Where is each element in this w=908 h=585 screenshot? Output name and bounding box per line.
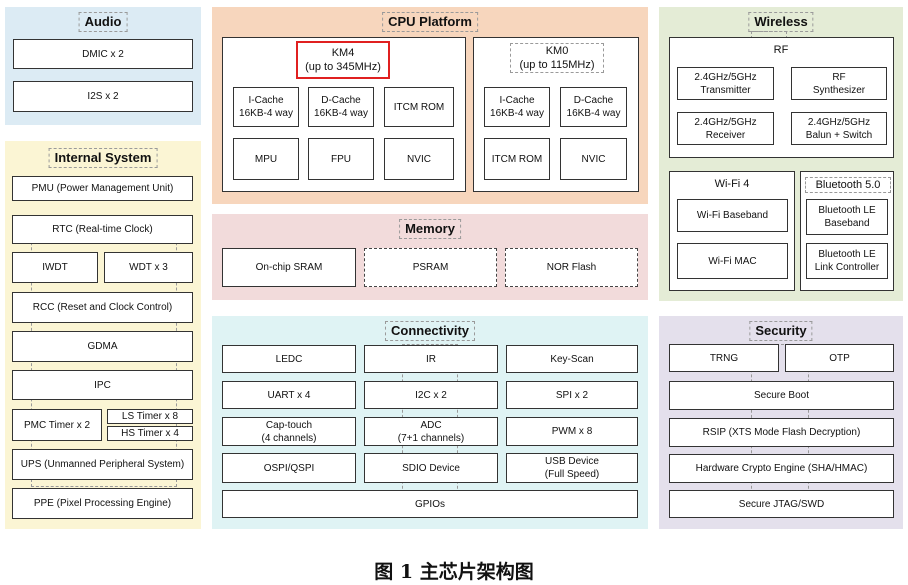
gdma-block: GDMA (12, 331, 193, 362)
km0-itcm-rom: ITCM ROM (484, 138, 550, 180)
security-group: Security TRNG OTP Secure Boot RSIP (XTS … (659, 316, 903, 529)
ppe-block: PPE (Pixel Processing Engine) (12, 488, 193, 519)
km4-itcm-rom: ITCM ROM (384, 87, 454, 127)
gpios-block: GPIOs (222, 490, 638, 518)
i2s-block: I2S x 2 (13, 81, 193, 112)
rtc-block: RTC (Real-time Clock) (12, 215, 193, 244)
rcc-block: RCC (Reset and Clock Control) (12, 292, 193, 323)
wireless-group: Wireless RF 2.4GHz/5GHz Transmitter RF S… (659, 7, 903, 301)
memory-group: Memory On-chip SRAM PSRAM NOR Flash (212, 214, 648, 300)
km0-dcache: D-Cache 16KB-4 way (560, 87, 627, 127)
km4-fpu: FPU (308, 138, 374, 180)
km4-label: KM4 (up to 345MHz) (296, 41, 390, 79)
audio-group: Audio DMIC x 2 I2S x 2 (5, 7, 201, 125)
pwm-block: PWM x 8 (506, 417, 638, 446)
memory-title: Memory (399, 219, 461, 239)
secure-jtag-block: Secure JTAG/SWD (669, 490, 894, 518)
wifi-label: Wi-Fi 4 (714, 178, 750, 190)
km4-dcache: D-Cache 16KB-4 way (308, 87, 374, 127)
uart-block: UART x 4 (222, 381, 356, 409)
keyscan-block: Key-Scan (506, 345, 638, 373)
dmic-block: DMIC x 2 (13, 39, 193, 69)
pmu-block: PMU (Power Management Unit) (12, 176, 193, 201)
km0-nvic: NVIC (560, 138, 627, 180)
transmitter-block: 2.4GHz/5GHz Transmitter (677, 67, 774, 100)
otp-block: OTP (785, 344, 894, 372)
audio-title: Audio (78, 12, 128, 32)
trng-block: TRNG (669, 344, 779, 372)
connectivity-group: Connectivity LEDC IR Key-Scan UART x 4 I… (212, 316, 648, 529)
bluetooth-label: Bluetooth 5.0 (805, 177, 891, 193)
ble-baseband: Bluetooth LE Baseband (806, 199, 888, 235)
km0-label: KM0 (up to 115MHz) (510, 43, 604, 73)
wdt-block: WDT x 3 (104, 252, 193, 283)
wireless-title: Wireless (748, 12, 814, 32)
km4-mpu: MPU (233, 138, 299, 180)
crypto-engine-block: Hardware Crypto Engine (SHA/HMAC) (669, 454, 894, 483)
spi-block: SPI x 2 (506, 381, 638, 409)
rsip-block: RSIP (XTS Mode Flash Decryption) (669, 418, 894, 447)
ls-timer-block: LS Timer x 8 (107, 409, 193, 424)
secure-boot-block: Secure Boot (669, 381, 894, 410)
ledc-block: LEDC (222, 345, 356, 373)
captouch-block: Cap-touch (4 channels) (222, 417, 356, 446)
internal-system-title: Internal System (48, 148, 158, 168)
nor-flash: NOR Flash (505, 248, 638, 287)
ups-block: UPS (Unmanned Peripheral System) (12, 449, 193, 480)
iwdt-block: IWDT (12, 252, 98, 283)
connectivity-title: Connectivity (384, 321, 476, 341)
synthesizer-block: RF Synthesizer (791, 67, 887, 100)
usb-block: USB Device (Full Speed) (506, 453, 638, 483)
on-chip-sram: On-chip SRAM (222, 248, 356, 287)
km4-nvic: NVIC (384, 138, 454, 180)
ospi-block: OSPI/QSPI (222, 453, 356, 483)
ipc-block: IPC (12, 370, 193, 400)
balun-switch-block: 2.4GHz/5GHz Balun + Switch (791, 112, 887, 145)
hs-timer-block: HS Timer x 4 (107, 426, 193, 441)
adc-block: ADC (7+1 channels) (364, 417, 498, 446)
receiver-block: 2.4GHz/5GHz Receiver (677, 112, 774, 145)
psram: PSRAM (364, 248, 497, 287)
cpu-platform-title: CPU Platform (382, 12, 478, 32)
pmc-timer-block: PMC Timer x 2 (12, 409, 102, 441)
security-title: Security (749, 321, 813, 341)
wifi-mac: Wi-Fi MAC (677, 243, 788, 279)
km4-icache: I-Cache 16KB-4 way (233, 87, 299, 127)
wifi-baseband: Wi-Fi Baseband (677, 199, 788, 232)
ir-block: IR (364, 345, 498, 373)
rf-label: RF (773, 44, 789, 56)
figure-caption: 图 1 主芯片架构图 (374, 561, 534, 583)
cpu-platform-group: CPU Platform KM4 (up to 345MHz) I-Cache … (212, 7, 648, 204)
ble-link-controller: Bluetooth LE Link Controller (806, 243, 888, 279)
internal-system-group: Internal System PMU (Power Management Un… (5, 141, 201, 529)
i2c-block: I2C x 2 (364, 381, 498, 409)
km0-icache: I-Cache 16KB-4 way (484, 87, 550, 127)
sdio-block: SDIO Device (364, 453, 498, 483)
